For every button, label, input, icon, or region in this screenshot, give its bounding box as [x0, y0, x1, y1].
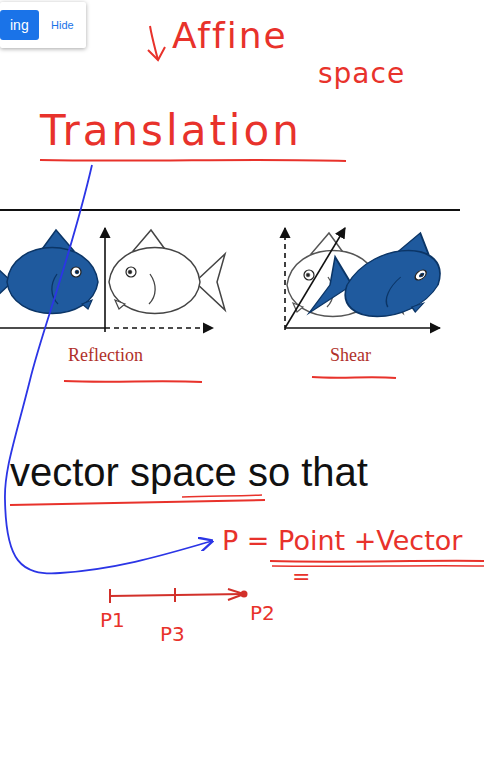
sheared-fish — [307, 233, 462, 317]
underline — [10, 500, 265, 505]
handwritten-arrowhead — [148, 47, 165, 60]
underline — [64, 381, 202, 382]
underline — [312, 377, 396, 378]
point-tick — [174, 588, 176, 602]
axis-line — [284, 228, 286, 330]
handwritten-note: Affine — [172, 18, 288, 54]
figure-caption: Shear — [330, 346, 371, 364]
point-label: P2 — [250, 603, 275, 623]
point-label: P3 — [160, 624, 185, 644]
separator-rule — [0, 209, 460, 211]
point-tick — [109, 589, 111, 603]
axis-line — [0, 327, 105, 329]
handwritten-formula: P = Point +Vector — [222, 527, 462, 554]
handwritten-heading: Translation — [40, 110, 302, 152]
slide-text: vector space so that — [10, 452, 368, 492]
underline — [270, 560, 484, 563]
toggle-button: ing — [0, 10, 39, 40]
handwritten-note: = — [292, 566, 310, 588]
shear-axis — [285, 228, 345, 328]
vector-segment — [110, 594, 243, 596]
axis-line — [285, 327, 440, 329]
toolbar-panel: Hide ing — [0, 2, 86, 48]
axis-line — [104, 228, 106, 332]
point-label: P1 — [100, 610, 125, 630]
button-text: ing — [10, 18, 29, 32]
handwritten-note: space — [318, 60, 405, 88]
reflected-fish — [109, 230, 225, 314]
annotation-curve — [5, 165, 212, 573]
point-dot — [241, 591, 248, 598]
button-text: Hide — [51, 20, 74, 31]
underline — [40, 160, 346, 161]
original-fish — [0, 230, 98, 314]
underline — [182, 495, 262, 497]
axis-line — [105, 327, 213, 329]
figure-caption: Reflection — [68, 346, 143, 364]
